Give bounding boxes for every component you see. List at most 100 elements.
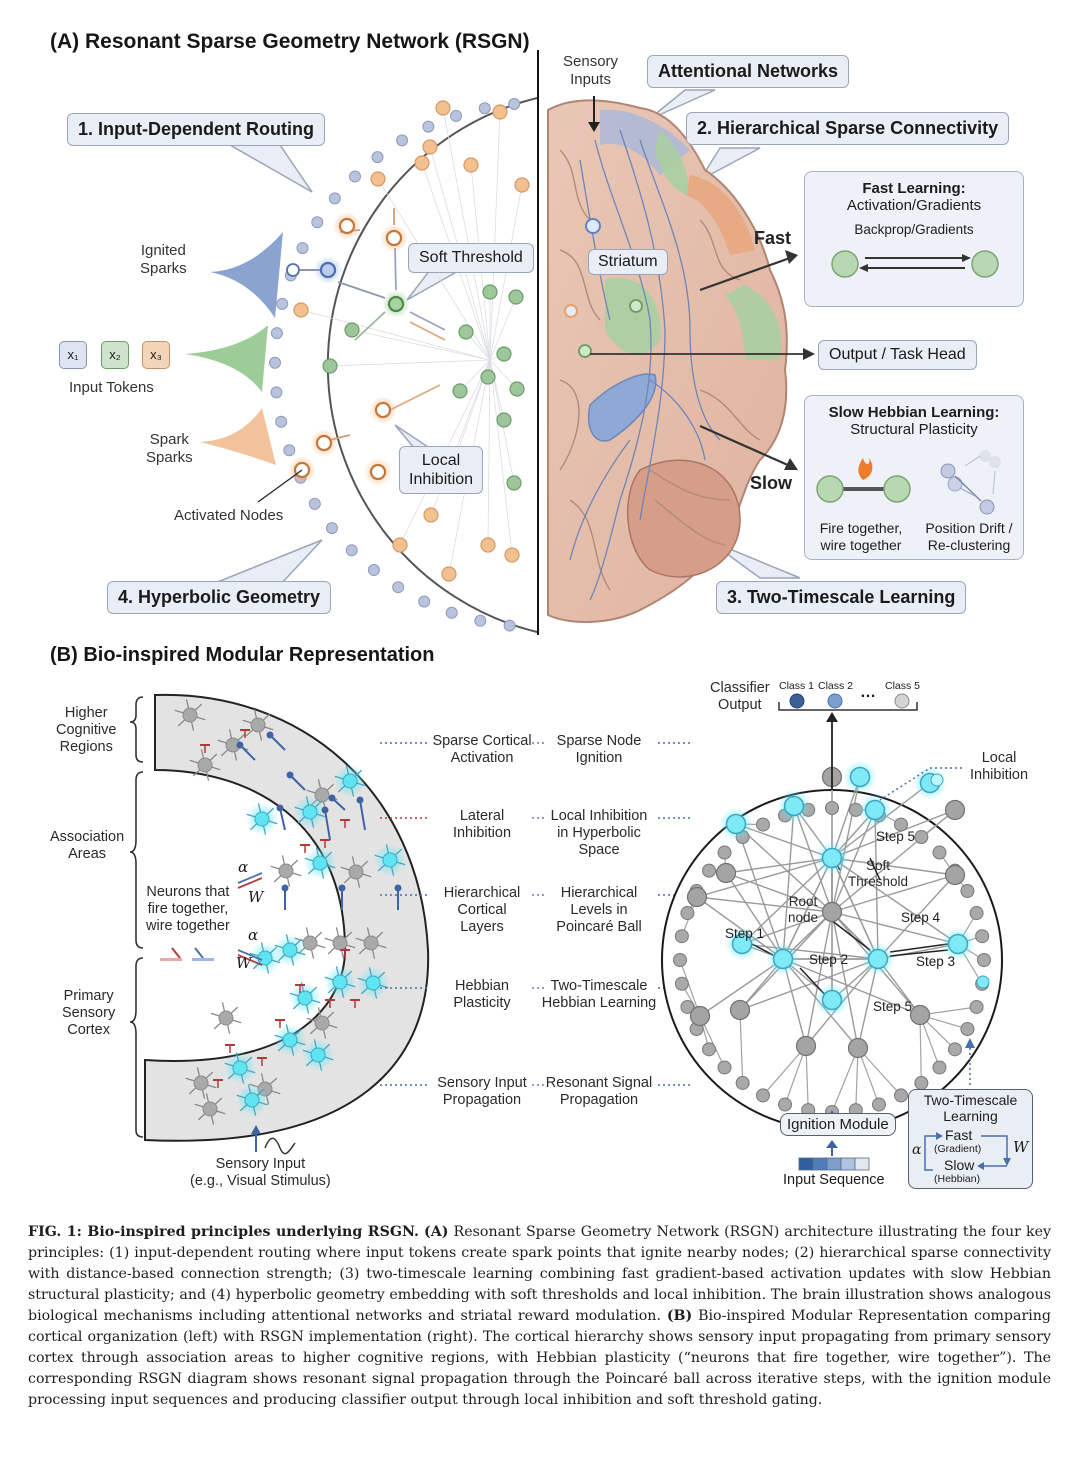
callout-two-timescale-learning: 3. Two-Timescale Learning xyxy=(716,581,967,614)
boundary-node xyxy=(422,120,435,133)
token-x3: x₃ xyxy=(142,341,170,369)
orange-node xyxy=(370,171,386,187)
position-drift-label: Position Drift / Re-clustering xyxy=(915,520,1023,554)
slow-text: Slow xyxy=(944,1157,975,1173)
boundary-node xyxy=(269,356,282,369)
leaf-node xyxy=(932,845,947,860)
callout-tail-attentional xyxy=(647,89,716,121)
w-symbol-top: W xyxy=(248,888,264,906)
two-timescale-box: Two-Timescale Learning Fast (Gradient) S… xyxy=(908,1089,1033,1189)
orange-node xyxy=(514,177,530,193)
sensory-line2: Inputs xyxy=(570,71,611,88)
active-neuron xyxy=(365,975,381,991)
propagation-arrow xyxy=(239,744,256,761)
fast-node-left xyxy=(831,250,859,278)
step-2-label: Step 2 xyxy=(809,952,849,967)
two-timescale-title: Two-Timescale Learning xyxy=(909,1092,1032,1124)
boundary-node xyxy=(396,134,409,147)
class-5-node xyxy=(894,693,910,709)
ignited-sparks-label: Ignited Sparks xyxy=(140,242,187,278)
rsgn-line: Ignition xyxy=(575,750,623,767)
green-node xyxy=(458,324,474,340)
figure-caption: FIG. 1: Bio-inspired principles underlyi… xyxy=(28,1222,1051,1411)
leaf-node xyxy=(894,817,909,832)
region-0-line1: Higher xyxy=(64,705,108,721)
input-sequence-cell xyxy=(826,1157,842,1171)
hub-node xyxy=(689,1005,711,1027)
green-node xyxy=(508,289,524,305)
orange-spark-wedge xyxy=(200,408,276,465)
rsgn-line: Levels in xyxy=(570,902,628,919)
class-2-label: Class 2 xyxy=(818,680,854,692)
leaf-node xyxy=(969,999,984,1014)
leaf-node xyxy=(680,906,695,921)
active-neuron xyxy=(282,1032,298,1048)
hub-node xyxy=(821,901,843,923)
alpha-symbol-top: α xyxy=(238,858,249,876)
leaf-node xyxy=(969,906,984,921)
inactive-neuron xyxy=(332,935,348,951)
class-2-node xyxy=(827,693,843,709)
ignited-node xyxy=(849,766,871,788)
activated-node xyxy=(387,295,405,313)
green-node xyxy=(452,383,468,399)
active-neuron xyxy=(312,855,328,871)
inactive-neuron xyxy=(197,757,213,773)
bio-line: Activation xyxy=(450,750,514,767)
bio-line: Propagation xyxy=(442,1092,522,1109)
leaf-node xyxy=(702,1042,717,1057)
green-spark-wedge xyxy=(185,325,268,392)
callout-attentional-networks: Attentional Networks xyxy=(647,55,850,88)
leaf-node xyxy=(717,845,732,860)
brain-illustration xyxy=(547,99,788,623)
spark-node xyxy=(286,263,300,277)
hub-node xyxy=(686,886,708,908)
propagation-arrow xyxy=(359,799,366,831)
boundary-node xyxy=(283,444,296,457)
boundary-node xyxy=(418,595,431,608)
ignited-node xyxy=(772,948,794,970)
orange-node xyxy=(435,100,451,116)
class-1-label: Class 1 xyxy=(779,680,815,692)
bio-line: Plasticity xyxy=(453,995,511,1012)
boundary-node xyxy=(392,581,405,594)
inactive-neuron xyxy=(314,1015,330,1031)
leaf-node xyxy=(960,1022,975,1037)
orange-node xyxy=(293,302,309,318)
hub-node xyxy=(847,1037,869,1059)
ignited-node xyxy=(821,847,843,869)
callout-hierarchical-sparse-connectivity: 2. Hierarchical Sparse Connectivity xyxy=(686,112,1010,145)
local-inhibition-line1: Local xyxy=(421,452,461,469)
boundary-node xyxy=(371,151,384,164)
sensory-line1: Sensory xyxy=(563,53,619,70)
orange-node xyxy=(504,547,520,563)
fast-node-right xyxy=(971,250,999,278)
callout-striatum: Striatum xyxy=(588,249,668,275)
boundary-node xyxy=(276,297,289,310)
output-task-head: Output / Task Head xyxy=(818,340,977,370)
panel-a-title: (A) Resonant Sparse Geometry Network (RS… xyxy=(50,30,530,53)
slow-label: Slow xyxy=(750,473,793,493)
sensory-input-line2: (e.g., Visual Stimulus) xyxy=(190,1173,331,1190)
orange-node xyxy=(392,537,408,553)
position-drift-line1: Position Drift / xyxy=(925,520,1013,536)
root-line1: Root xyxy=(788,894,818,909)
hebb-note-line1: Neurons that xyxy=(146,884,230,900)
orange-node xyxy=(441,566,457,582)
hub-node xyxy=(715,862,737,884)
two-timescale-line1: Two-Timescale xyxy=(923,1092,1018,1108)
input-sequence-cell xyxy=(840,1157,856,1171)
active-neuron xyxy=(282,942,298,958)
rsgn-line: Local Inhibition xyxy=(550,808,648,824)
graph-soft-threshold: Soft Threshold xyxy=(848,858,908,890)
leaf-node xyxy=(778,1097,793,1112)
classifier-line1: Classifier xyxy=(710,680,770,696)
green-node xyxy=(480,369,496,385)
active-neuron xyxy=(257,950,273,966)
region-0-line3: Regions xyxy=(59,739,113,756)
active-neuron xyxy=(244,1092,260,1108)
active-neuron xyxy=(382,852,398,868)
